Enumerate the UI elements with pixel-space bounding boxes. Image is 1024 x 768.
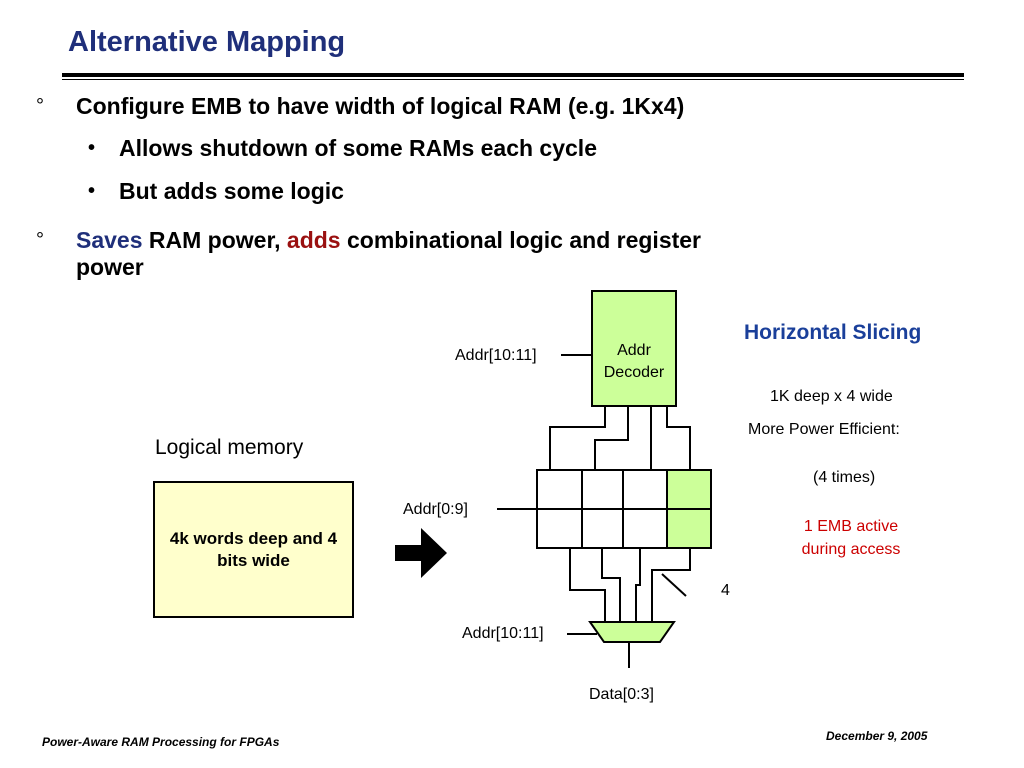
bullet-2-rest: combinational logic and register — [340, 227, 702, 253]
note-line-2: More Power Efficient: — [748, 421, 900, 438]
bullet-2-line1: Saves RAM power, adds combinational logi… — [76, 227, 701, 253]
right-arrow-icon — [395, 528, 447, 578]
logical-memory-box: 4k words deep and 4 bits wide — [153, 481, 354, 618]
emb-active-line2: during access — [801, 541, 901, 558]
emb-active-line1: 1 EMB active — [803, 518, 899, 535]
bullet-marker-2: ° — [36, 229, 44, 251]
output-mux — [588, 621, 676, 643]
adds-word: adds — [286, 227, 341, 253]
sub-bullet-1-text: Allows shutdown of some RAMs each cycle — [119, 135, 597, 161]
footer-left: Power-Aware RAM Processing for FPGAs — [42, 735, 280, 749]
bullet-1-text: Configure EMB to have width of logical R… — [76, 93, 685, 119]
logical-memory-label: Logical memory — [155, 436, 304, 459]
decoder-label-line1: Addr — [617, 342, 651, 359]
bullet-2-mid: RAM power, — [142, 227, 287, 253]
horizontal-slicing-heading: Horizontal Slicing — [744, 321, 922, 344]
addr-top-label: Addr[10:11] — [455, 347, 537, 364]
bus-width-label: 4 — [721, 582, 730, 599]
title-rule-thin — [62, 79, 964, 80]
note-line-3: (4 times) — [813, 469, 876, 486]
addr-mid-label: Addr[0:9] — [403, 501, 468, 518]
data-out-label: Data[0:3] — [589, 686, 654, 703]
addr-bottom-label: Addr[10:11] — [462, 625, 544, 642]
addr-decoder-block: Addr Decoder — [591, 290, 677, 407]
bullet-marker-1: ° — [36, 95, 44, 117]
saves-word: Saves — [76, 227, 143, 253]
sub-bullet-marker-1: • — [88, 137, 96, 159]
sub-bullet-marker-2: • — [88, 180, 96, 202]
decoder-label-line2: Decoder — [603, 364, 665, 381]
title-rule-thick — [62, 73, 964, 77]
note-line-1: 1K deep x 4 wide — [770, 388, 893, 405]
footer-right: December 9, 2005 — [826, 729, 928, 743]
sub-bullet-2-text: But adds some logic — [119, 178, 344, 204]
bullet-2-line2: power — [76, 254, 144, 280]
emb-active-note: 1 EMB active during access — [776, 515, 926, 561]
slide-title: Alternative Mapping — [68, 26, 346, 58]
logical-memory-box-text: 4k words deep and 4 bits wide — [169, 528, 338, 570]
